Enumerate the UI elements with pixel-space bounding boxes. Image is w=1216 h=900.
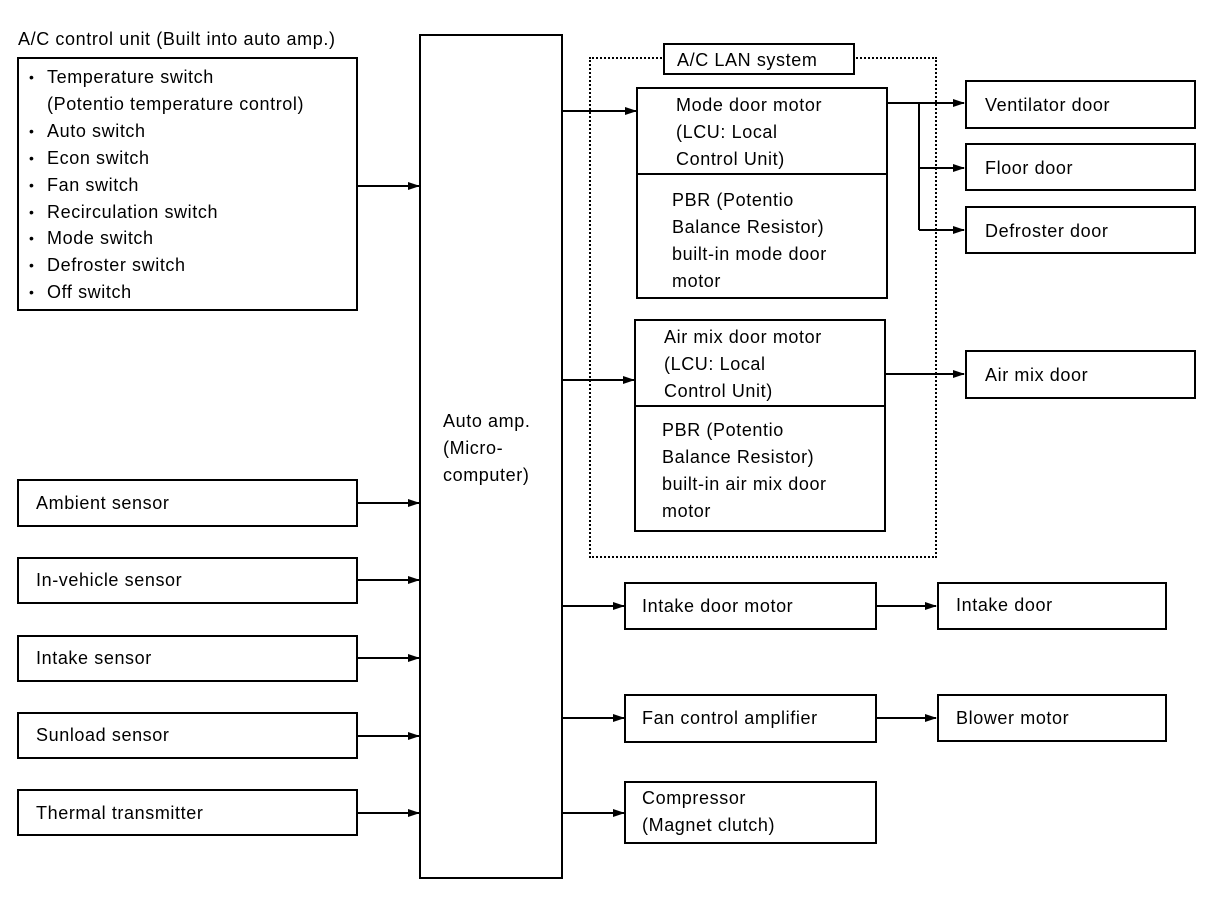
compressor-label-1: Compressor [642,788,747,808]
ventilator-door-label: Ventilator door [985,95,1111,115]
switch-item-defroster: Defroster switch [21,252,304,279]
mode-motor-lcu-line-1: Mode door motor [676,95,823,115]
thermal-transmitter-label: Thermal transmitter [36,803,204,823]
airmix-motor-pbr-line-2: Balance Resistor) [662,447,815,467]
sunload-sensor-box: Sunload sensor [17,712,358,759]
airmix-motor-pbr-line-1: PBR (Potentio [662,420,784,440]
airmix-motor-divider [636,405,884,407]
switch-item-temperature-note: (Potentio temperature control) [47,93,305,114]
switch-item-auto: Auto switch [21,118,304,145]
mode-motor-lcu-line-3: Control Unit) [676,149,785,169]
auto-amp-label-1: Auto amp. [443,411,531,431]
air-mix-door-box: Air mix door [965,350,1196,399]
fan-control-amplifier-label: Fan control amplifier [642,708,818,728]
mode-motor-pbr-line-2: Balance Resistor) [672,217,825,237]
auto-amp-box: Auto amp. (Micro- computer) [419,34,563,879]
compressor-box: Compressor (Magnet clutch) [624,781,877,844]
switch-list: Temperature switch (Potentio temperature… [21,64,304,306]
ambient-sensor-box: Ambient sensor [17,479,358,527]
in-vehicle-sensor-label: In-vehicle sensor [36,570,183,590]
control-unit-title: A/C control unit (Built into auto amp.) [18,29,336,49]
airmix-motor-lcu-line-2: (LCU: Local [664,354,766,374]
switch-item-mode: Mode switch [21,225,304,252]
floor-door-box: Floor door [965,143,1196,191]
defroster-door-label: Defroster door [985,221,1109,241]
lan-system-label: A/C LAN system [677,50,818,70]
intake-sensor-box: Intake sensor [17,635,358,682]
intake-door-box: Intake door [937,582,1167,630]
control-unit-box: Temperature switch (Potentio temperature… [17,57,358,311]
in-vehicle-sensor-box: In-vehicle sensor [17,557,358,604]
intake-door-motor-label: Intake door motor [642,596,794,616]
airmix-motor-lcu-line-3: Control Unit) [664,381,773,401]
airmix-motor-lcu-line-1: Air mix door motor [664,327,822,347]
fan-control-amplifier-box: Fan control amplifier [624,694,877,743]
mode-motor-pbr-line-1: PBR (Potentio [672,190,794,210]
mode-motor-pbr-line-4: motor [672,271,722,291]
auto-amp-label-2: (Micro- [443,438,504,458]
thermal-transmitter-box: Thermal transmitter [17,789,358,836]
switch-item-off: Off switch [21,279,304,306]
mode-door-motor-box: Mode door motor (LCU: Local Control Unit… [636,87,888,299]
air-mix-door-motor-box: Air mix door motor (LCU: Local Control U… [634,319,886,532]
ambient-sensor-label: Ambient sensor [36,493,170,513]
mode-motor-pbr-line-3: built-in mode door [672,244,827,264]
lan-system-label-box: A/C LAN system [663,43,855,75]
mode-motor-divider [638,173,886,175]
switch-item-econ: Econ switch [21,145,304,172]
switch-item-fan: Fan switch [21,172,304,199]
sunload-sensor-label: Sunload sensor [36,725,170,745]
auto-amp-label-3: computer) [443,465,530,485]
mode-motor-lcu-line-2: (LCU: Local [676,122,778,142]
intake-door-motor-box: Intake door motor [624,582,877,630]
floor-door-label: Floor door [985,158,1074,178]
switch-item-temperature: Temperature switch [21,64,304,91]
airmix-motor-pbr-line-4: motor [662,501,712,521]
blower-motor-box: Blower motor [937,694,1167,742]
intake-door-label: Intake door [956,595,1053,615]
ventilator-door-box: Ventilator door [965,80,1196,129]
switch-item-recirculation: Recirculation switch [21,199,304,226]
defroster-door-box: Defroster door [965,206,1196,254]
compressor-label-2: (Magnet clutch) [642,815,776,835]
airmix-motor-pbr-line-3: built-in air mix door [662,474,827,494]
blower-motor-label: Blower motor [956,708,1070,728]
air-mix-door-label: Air mix door [985,365,1089,385]
intake-sensor-label: Intake sensor [36,648,152,668]
